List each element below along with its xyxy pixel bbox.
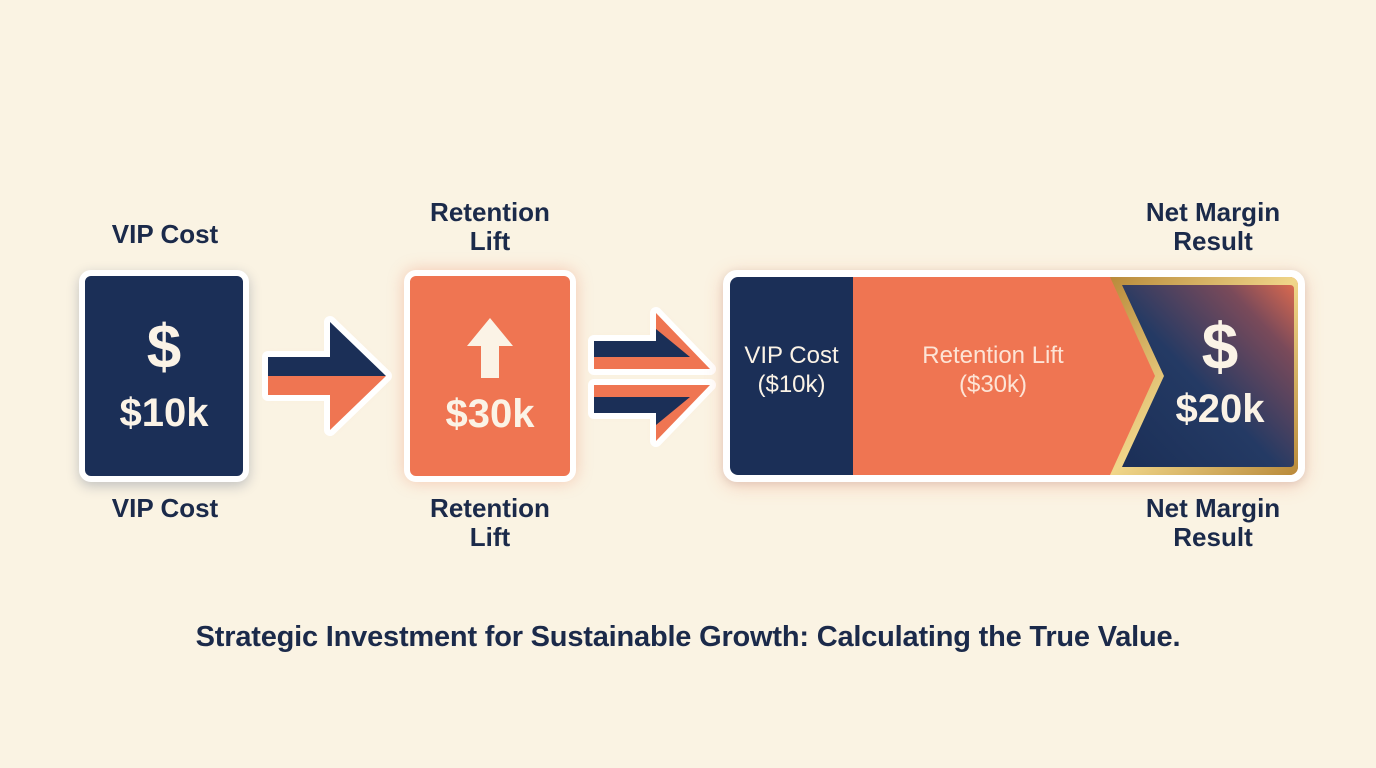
net-margin-top-line2: Result	[1173, 226, 1253, 256]
arrow-right-icon	[262, 316, 392, 436]
vip-cost-value: $10k	[119, 391, 209, 435]
retention-lift-card: $30k	[404, 270, 576, 482]
net-margin-top-line1: Net Margin	[1145, 197, 1281, 227]
vip-cost-segment-value: ($10k)	[757, 371, 826, 398]
dollar-sign-icon: $	[146, 313, 182, 382]
retention-lift-top-line2: Lift	[469, 226, 511, 256]
vip-cost-top-label: VIP Cost	[111, 219, 219, 249]
arrow-up-icon	[467, 318, 513, 378]
footer-caption: Strategic Investment for Sustainable Gro…	[195, 621, 1181, 653]
retention-lift-top-label: Retention Lift	[400, 198, 580, 256]
net-margin-result: $ $20k	[1150, 311, 1290, 431]
vip-cost-bottom-label: VIP Cost	[111, 493, 219, 523]
double-arrow-right-icon	[588, 307, 716, 447]
retention-lift-bottom-label: Retention Lift	[400, 494, 580, 552]
dollar-sign-icon: $	[1201, 309, 1239, 383]
retention-lift-segment-label: Retention Lift	[922, 342, 1064, 369]
vip-cost-segment-label: VIP Cost	[744, 342, 839, 369]
retention-lift-bottom-line2: Lift	[469, 522, 511, 552]
net-margin-calculation-bar: VIP Cost ($10k) Retention Lift ($30k) $ …	[723, 270, 1305, 482]
result-bar-background	[730, 277, 1298, 475]
net-margin-top-label: Net Margin Result	[1118, 198, 1308, 256]
retention-lift-value: $30k	[445, 392, 535, 436]
vip-cost-segment: VIP Cost ($10k)	[730, 341, 853, 399]
retention-lift-segment-value: ($30k)	[958, 371, 1028, 398]
retention-lift-segment: Retention Lift ($30k)	[853, 341, 1133, 399]
net-margin-value: $20k	[1175, 387, 1265, 431]
retention-lift-top-line1: Retention	[430, 197, 550, 227]
net-margin-bottom-line2: Result	[1173, 522, 1253, 552]
vip-cost-card: $ $10k	[79, 270, 249, 482]
retention-lift-bottom-line1: Retention	[430, 493, 550, 523]
net-margin-bottom-line1: Net Margin	[1145, 493, 1281, 523]
net-margin-bottom-label: Net Margin Result	[1118, 494, 1308, 552]
